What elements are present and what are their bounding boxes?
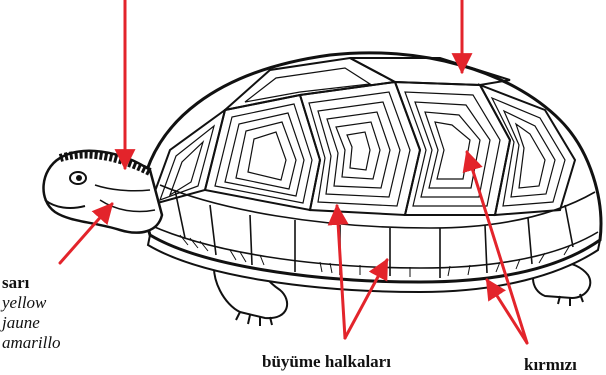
color-label-es: amarillo: [2, 333, 61, 353]
arrow-icon: [487, 280, 527, 343]
color-label: sarı yellow jaune amarillo: [2, 273, 61, 353]
growth-rings-label: büyüme halkaları: [262, 352, 391, 372]
color-label-tr: sarı: [2, 273, 61, 293]
red-label: kırmızı: [524, 355, 577, 375]
color-label-fr: jaune: [2, 313, 61, 333]
carapace: [140, 53, 601, 282]
color-label-en: yellow: [2, 293, 61, 313]
head: [44, 151, 162, 233]
